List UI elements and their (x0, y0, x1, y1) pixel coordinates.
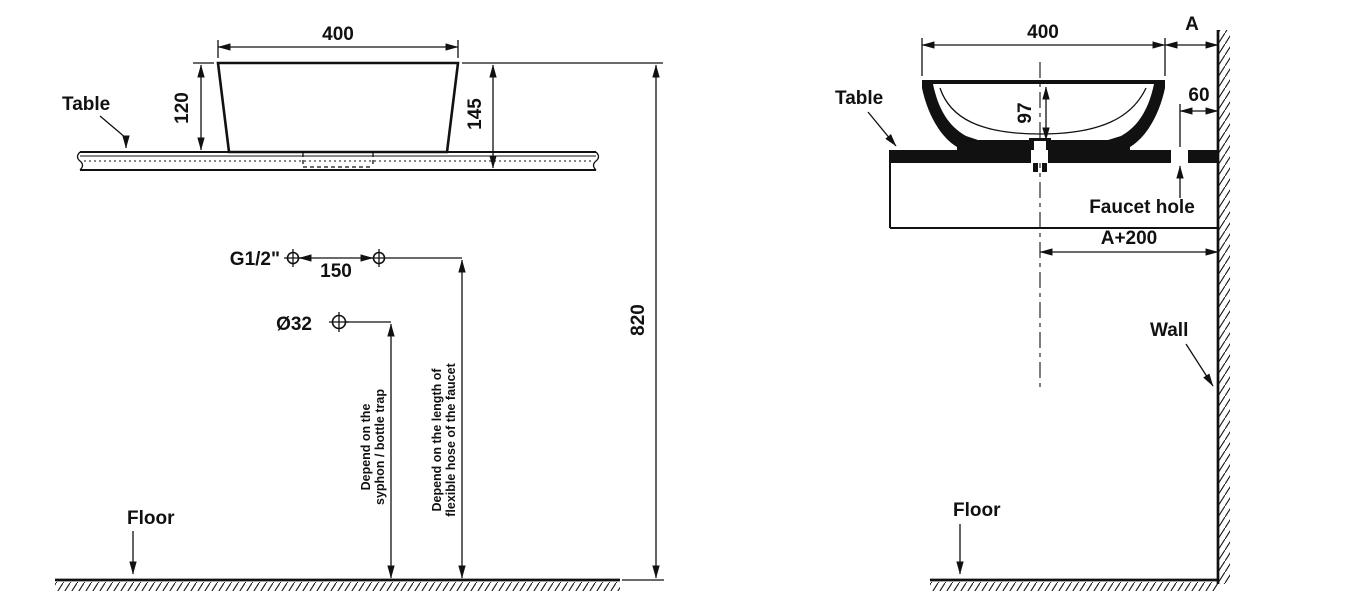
side-faucet-hole-label: Faucet hole (1089, 197, 1195, 218)
side-dim-a200-text: A+200 (1101, 228, 1158, 249)
front-note-hose-line1: Depend on the length of (430, 368, 444, 512)
side-dim-400-text: 400 (1027, 22, 1059, 43)
front-view: 400 120 145 820 Table G1/2" (55, 24, 664, 591)
front-note-syphon-line2: syphon / bottle trap (373, 389, 387, 505)
front-drain-connection: Ø32 (276, 312, 395, 579)
side-dim-400: 400 (921, 22, 1166, 76)
front-dim-150-text: 150 (320, 261, 352, 282)
front-floor-hatch (55, 582, 620, 591)
side-view: 400 A 97 60 Faucet hole A+200 Table (835, 14, 1230, 591)
front-dim-120: 120 (172, 62, 214, 151)
front-dim-145: 145 (462, 62, 663, 169)
side-dim-60-text: 60 (1188, 85, 1209, 106)
side-drain-hole (1031, 150, 1048, 163)
front-o32-label: Ø32 (276, 314, 312, 335)
front-basin-hidden-recess (302, 153, 374, 168)
side-wall-label: Wall (1150, 320, 1188, 341)
side-drain-tube-left (1033, 163, 1038, 172)
front-note-hose: Depend on the length of flexible hose of… (430, 362, 458, 516)
front-dim-120-text: 120 (172, 92, 193, 124)
side-dim-a-text: A (1185, 14, 1199, 35)
front-note-syphon: Depend on the syphon / bottle trap (359, 389, 387, 505)
side-table-label: Table (835, 88, 883, 109)
side-floor-label: Floor (953, 500, 1001, 521)
side-dim-97: 97 (1015, 86, 1050, 141)
front-note-hose-line2: flexible hose of the faucet (444, 362, 458, 516)
side-dim-a: A (1164, 14, 1219, 49)
side-table-leader (867, 111, 897, 147)
side-dim-97-text: 97 (1015, 102, 1036, 123)
front-dim-145-text: 145 (465, 98, 486, 130)
front-dim-820-text: 820 (628, 304, 649, 336)
front-table-label: Table (62, 94, 110, 115)
side-wall-leader (1185, 343, 1214, 387)
side-countertop-section (890, 150, 1219, 163)
side-floor-hatch (930, 582, 1219, 591)
front-dim-820: 820 (622, 64, 664, 581)
front-table-break-left (76, 151, 84, 171)
side-drain-slot (1034, 141, 1046, 150)
front-tap-connections: G1/2" 150 (230, 249, 466, 579)
front-dim-400-text: 400 (322, 24, 354, 45)
side-dim-60: 60 (1179, 85, 1219, 147)
side-drain-tube-right (1042, 163, 1047, 172)
front-floor-label: Floor (127, 508, 175, 529)
front-g-half-label: G1/2" (230, 249, 280, 270)
side-wall-hatch (1219, 30, 1230, 584)
front-dim-400: 400 (217, 24, 459, 58)
side-faucet-hole (1171, 150, 1188, 163)
front-table-leader (99, 115, 130, 149)
side-basin-inner-curve (939, 87, 1147, 135)
side-dim-a200: A+200 (1039, 228, 1219, 256)
front-drain-symbol (329, 312, 349, 332)
front-note-syphon-line1: Depend on the (359, 404, 373, 491)
front-table-break-right (592, 151, 600, 171)
front-basin-outline (216, 61, 460, 154)
